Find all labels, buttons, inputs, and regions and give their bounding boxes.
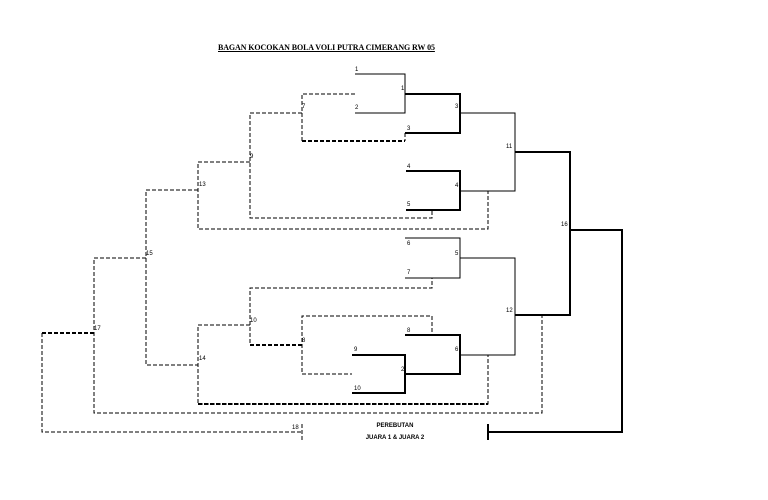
- loser-match-8: [301, 315, 433, 375]
- match-label-4: 4: [455, 183, 459, 189]
- bracket-match-5: [405, 237, 461, 279]
- match-label-15: 15: [146, 251, 153, 257]
- bracket-match-4: [406, 170, 461, 211]
- loser-match-17-feed: [93, 257, 543, 414]
- lower-losers-bracket: [41, 93, 543, 440]
- loser-match-13: [197, 161, 489, 230]
- team-label-3: 3: [407, 126, 411, 132]
- match-label-18: 18: [292, 425, 299, 431]
- match-label-2: 2: [401, 367, 405, 373]
- team-label-5: 5: [407, 202, 411, 208]
- team-label-7: 7: [407, 270, 411, 276]
- match-label-13: 13: [199, 182, 206, 188]
- team-label-10: 10: [354, 386, 361, 392]
- match-label-16: 16: [561, 222, 568, 228]
- team-label-2: 2: [355, 105, 359, 111]
- loser-match-7: [301, 93, 355, 141]
- loser-to-final: [41, 333, 302, 433]
- match-label-11: 11: [506, 144, 513, 150]
- match-label-7: 7: [302, 104, 306, 110]
- match-labels: 1 2 3 4 5 6 7 8 9 10 11 12 13 14 15 16 1…: [94, 86, 568, 431]
- loser-match-15: [145, 189, 198, 366]
- team-label-4: 4: [407, 164, 411, 170]
- match-label-12: 12: [506, 308, 513, 314]
- team-label-6: 6: [407, 241, 411, 247]
- loser-match-9: [249, 112, 433, 219]
- loser-match-14: [197, 324, 489, 405]
- team-label-9: 9: [354, 347, 358, 353]
- bracket-match-11: [460, 112, 516, 192]
- match-label-8: 8: [302, 338, 306, 344]
- team-label-8: 8: [407, 328, 411, 334]
- bracket-match-3: [405, 93, 461, 134]
- final-winner-line: [488, 229, 623, 433]
- match-label-17: 17: [94, 326, 101, 332]
- match-label-6: 6: [455, 347, 459, 353]
- match-label-10: 10: [250, 318, 257, 324]
- bracket-match-12: [460, 257, 516, 356]
- bracket-match-1: [355, 73, 406, 114]
- match-label-3: 3: [455, 104, 459, 110]
- loser-match-10: [249, 277, 433, 346]
- match-label-9: 9: [250, 154, 254, 160]
- bracket-match-16: [515, 151, 571, 316]
- final-label-line1: PEREBUTAN: [376, 423, 414, 429]
- match-label-1: 1: [401, 86, 405, 92]
- diagram-title: BAGAN KOCOKAN BOLA VOLI PUTRA CIMERANG R…: [218, 43, 435, 52]
- match-label-5: 5: [455, 251, 459, 257]
- team-labels: 1 2 3 4 5 6 7 8 9 10: [354, 67, 411, 392]
- team-label-1: 1: [355, 67, 359, 73]
- upper-winners-bracket: [352, 73, 623, 440]
- bracket-match-6: [405, 334, 461, 375]
- final-label-line2: JUARA 1 & JUARA 2: [365, 435, 425, 441]
- match-label-14: 14: [199, 356, 206, 362]
